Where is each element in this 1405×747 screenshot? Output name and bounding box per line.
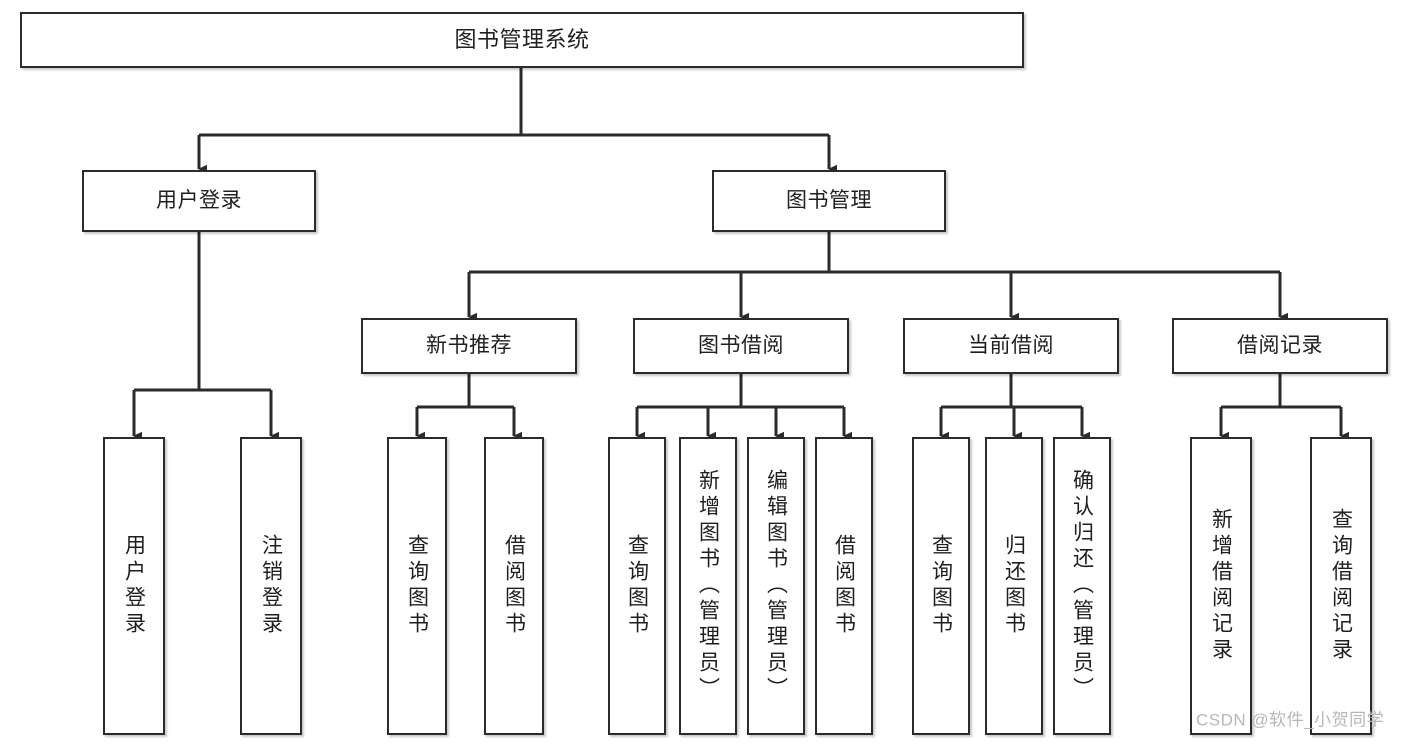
node-label: 归还图书 xyxy=(1002,534,1026,638)
node-leaf-query-book-cur[interactable]: 查询图书 xyxy=(912,437,970,735)
node-leaf-logout[interactable]: 注销登录 xyxy=(240,437,302,735)
node-borrow-record[interactable]: 借阅记录 xyxy=(1172,318,1388,374)
node-label: 当前借阅 xyxy=(968,333,1054,357)
node-label: 借阅记录 xyxy=(1237,333,1323,357)
node-leaf-add-record[interactable]: 新增借阅记录 xyxy=(1190,437,1252,735)
node-label: 查询图书 xyxy=(929,534,953,638)
node-label: 查询图书 xyxy=(405,534,429,638)
node-label: 新书推荐 xyxy=(426,333,512,357)
node-leaf-borrow-book[interactable]: 借阅图书 xyxy=(815,437,873,735)
node-current-borrow[interactable]: 当前借阅 xyxy=(903,318,1119,374)
node-label: 确认归还（管理员） xyxy=(1070,469,1094,703)
node-label: 图书借阅 xyxy=(698,333,784,357)
node-new-book-rec[interactable]: 新书推荐 xyxy=(361,318,577,374)
node-label: 用户登录 xyxy=(156,188,242,212)
node-label: 图书管理系统 xyxy=(454,27,590,53)
node-root[interactable]: 图书管理系统 xyxy=(20,12,1024,68)
node-book-manage[interactable]: 图书管理 xyxy=(712,170,946,232)
node-leaf-edit-book[interactable]: 编辑图书（管理员） xyxy=(747,437,805,735)
node-leaf-borrow-book-rec[interactable]: 借阅图书 xyxy=(484,437,544,735)
node-user-login[interactable]: 用户登录 xyxy=(82,170,316,232)
node-label: 新增图书（管理员） xyxy=(696,469,720,703)
connector-group xyxy=(132,68,1349,441)
node-label: 借阅图书 xyxy=(502,534,526,638)
node-leaf-query-book-borrow[interactable]: 查询图书 xyxy=(608,437,666,735)
node-leaf-query-record[interactable]: 查询借阅记录 xyxy=(1310,437,1372,735)
node-label: 查询图书 xyxy=(625,534,649,638)
node-label: 新增借阅记录 xyxy=(1209,508,1233,664)
node-leaf-query-book-rec[interactable]: 查询图书 xyxy=(387,437,447,735)
node-label: 查询借阅记录 xyxy=(1329,508,1353,664)
node-label: 编辑图书（管理员） xyxy=(764,469,788,703)
node-label: 图书管理 xyxy=(786,188,872,212)
node-leaf-user-login[interactable]: 用户登录 xyxy=(103,437,165,735)
node-book-borrow[interactable]: 图书借阅 xyxy=(633,318,849,374)
node-label: 用户登录 xyxy=(122,534,146,638)
node-leaf-add-book[interactable]: 新增图书（管理员） xyxy=(679,437,737,735)
node-label: 借阅图书 xyxy=(832,534,856,638)
node-leaf-confirm-return[interactable]: 确认归还（管理员） xyxy=(1053,437,1111,735)
node-label: 注销登录 xyxy=(259,534,283,638)
node-leaf-return-book[interactable]: 归还图书 xyxy=(985,437,1043,735)
